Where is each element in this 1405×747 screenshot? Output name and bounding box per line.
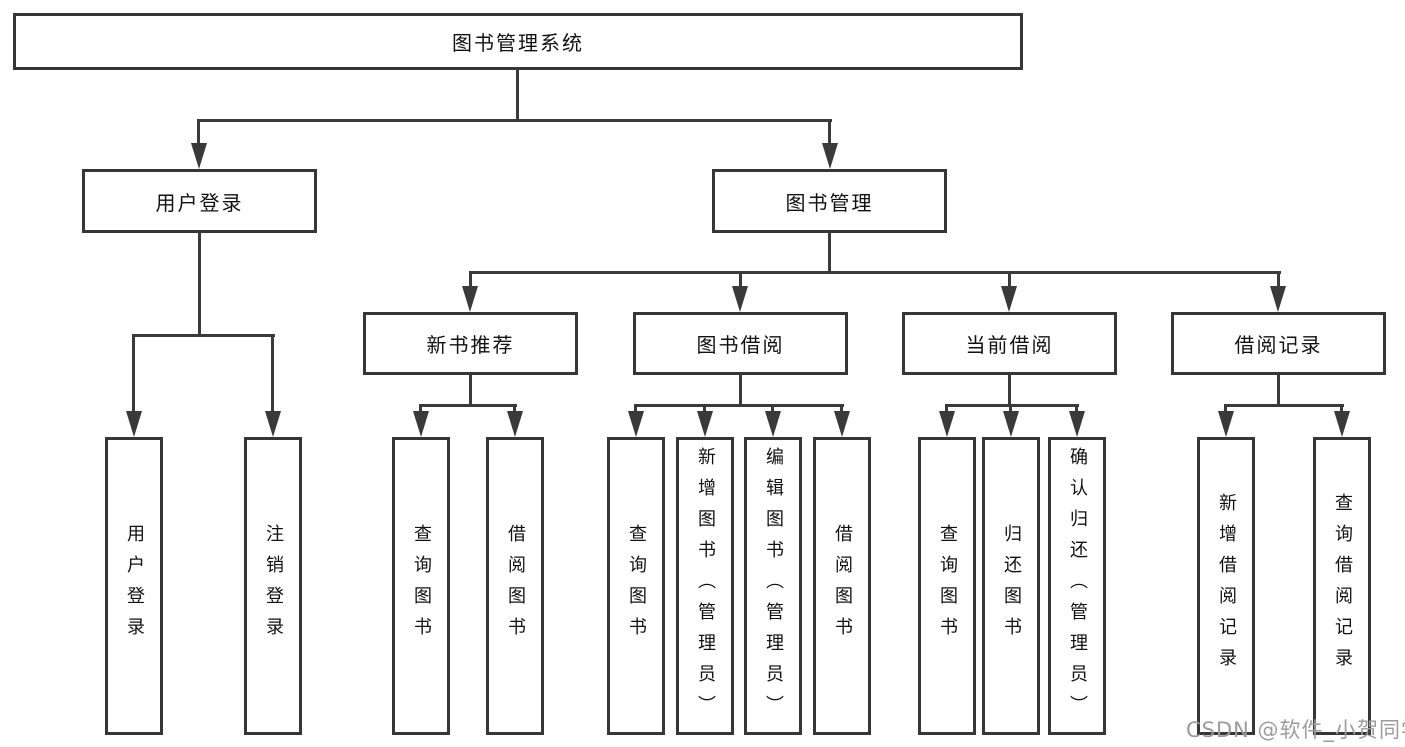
node-borrowing-records: 借阅记录 bbox=[1171, 312, 1386, 375]
connector bbox=[1008, 375, 1011, 407]
arrow-down-icon bbox=[1334, 411, 1350, 437]
connector bbox=[703, 404, 706, 414]
arrow-down-icon bbox=[1218, 411, 1234, 437]
connector bbox=[419, 404, 422, 414]
connector bbox=[1075, 404, 1078, 414]
node-book-management: 图书管理 bbox=[712, 169, 947, 233]
connector bbox=[828, 119, 831, 146]
connector bbox=[828, 233, 831, 274]
arrow-down-icon bbox=[265, 411, 281, 437]
connector bbox=[133, 334, 275, 337]
connector bbox=[513, 404, 516, 414]
connector bbox=[1277, 271, 1280, 289]
arrow-down-icon bbox=[191, 143, 207, 169]
arrow-down-icon bbox=[1069, 411, 1085, 437]
leaf-logout: 注销登录 bbox=[244, 437, 302, 735]
leaf-borrow-books: 借阅图书 bbox=[813, 437, 871, 735]
connector bbox=[945, 404, 948, 414]
node-library-management-system: 图书管理系统 bbox=[13, 13, 1023, 70]
connector bbox=[1340, 404, 1343, 414]
connector bbox=[840, 404, 843, 414]
connector bbox=[739, 271, 742, 289]
connector bbox=[132, 334, 135, 414]
connector bbox=[469, 271, 1281, 274]
connector bbox=[197, 119, 200, 146]
connector bbox=[739, 375, 742, 407]
node-user-login: 用户登录 bbox=[82, 169, 317, 233]
arrow-down-icon bbox=[628, 411, 644, 437]
arrow-down-icon bbox=[1001, 286, 1017, 312]
leaf-add-borrow-record: 新增借阅记录 bbox=[1197, 437, 1255, 735]
connector bbox=[419, 404, 517, 407]
leaf-query-books-borrow: 查询图书 bbox=[607, 437, 665, 735]
node-new-book-recommendation: 新书推荐 bbox=[363, 312, 578, 375]
arrow-down-icon bbox=[765, 411, 781, 437]
connector bbox=[198, 119, 832, 122]
leaf-query-borrow-record: 查询借阅记录 bbox=[1313, 437, 1371, 735]
arrow-down-icon bbox=[834, 411, 850, 437]
csdn-watermark: CSDN @软件_小贺同学 bbox=[1186, 718, 1405, 742]
connector bbox=[634, 404, 637, 414]
arrow-down-icon bbox=[462, 286, 478, 312]
connector bbox=[469, 271, 472, 289]
arrow-down-icon bbox=[507, 411, 523, 437]
arrow-down-icon bbox=[732, 286, 748, 312]
connector bbox=[634, 404, 844, 407]
leaf-query-books-recommend: 查询图书 bbox=[392, 437, 450, 735]
leaf-confirm-return-admin: 确认归还（管理员） bbox=[1048, 437, 1106, 735]
arrow-down-icon bbox=[1270, 286, 1286, 312]
connector bbox=[771, 404, 774, 414]
arrow-down-icon bbox=[413, 411, 429, 437]
connector bbox=[1009, 404, 1012, 414]
node-current-borrowing: 当前借阅 bbox=[902, 312, 1117, 375]
arrow-down-icon bbox=[126, 411, 142, 437]
leaf-return-books: 归还图书 bbox=[982, 437, 1040, 735]
connector bbox=[469, 375, 472, 407]
leaf-edit-books-admin: 编辑图书（管理员） bbox=[744, 437, 802, 735]
leaf-add-books-admin: 新增图书（管理员） bbox=[676, 437, 734, 735]
connector bbox=[1008, 271, 1011, 289]
connector bbox=[945, 404, 1079, 407]
arrow-down-icon bbox=[697, 411, 713, 437]
connector bbox=[271, 334, 274, 414]
arrow-down-icon bbox=[1003, 411, 1019, 437]
leaf-borrow-books-recommend: 借阅图书 bbox=[486, 437, 544, 735]
node-book-borrowing: 图书借阅 bbox=[633, 312, 848, 375]
leaf-user-login: 用户登录 bbox=[105, 437, 163, 735]
connector bbox=[516, 68, 519, 120]
arrow-down-icon bbox=[939, 411, 955, 437]
connector bbox=[1277, 375, 1280, 407]
arrow-down-icon bbox=[822, 143, 838, 169]
leaf-query-books-current: 查询图书 bbox=[918, 437, 976, 735]
connector bbox=[1224, 404, 1227, 414]
connector bbox=[198, 233, 201, 336]
connector bbox=[1224, 404, 1344, 407]
